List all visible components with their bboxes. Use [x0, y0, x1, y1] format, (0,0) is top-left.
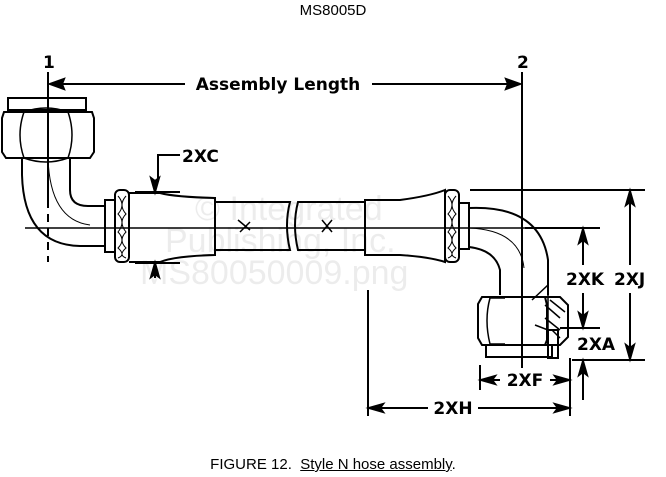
caption-title: Style N hose assembly — [300, 456, 452, 473]
watermark: © Integrated Publishing, Inc. MS80050009… — [140, 190, 408, 292]
left-ferrule — [129, 192, 216, 263]
caption-prefix: FIGURE 12. — [210, 456, 292, 473]
point-label-1: 1 — [43, 53, 55, 73]
document-title: MS8005D — [299, 2, 367, 19]
dimension-k-label: 2XK — [566, 270, 605, 290]
dimension-j-label: 2XJ — [614, 270, 645, 290]
svg-text:MS80050009.png: MS80050009.png — [140, 254, 408, 292]
hose-right-segment — [294, 201, 365, 251]
right-crimp — [444, 189, 460, 263]
left-collar — [104, 199, 116, 253]
assembly-length-label: Assembly Length — [196, 75, 361, 95]
right-elbow — [468, 206, 549, 295]
dimension-f-label: 2XF — [507, 371, 544, 391]
left-elbow — [21, 158, 105, 247]
figure-caption: FIGURE 12. Style N hose assembly. — [0, 456, 666, 473]
right-collar — [458, 202, 470, 250]
left-nut — [1, 97, 95, 163]
caption-suffix: . — [451, 456, 456, 473]
right-ferrule — [364, 188, 446, 264]
left-crimp — [114, 189, 130, 263]
dimension-a-label: 2XA — [577, 335, 616, 355]
dimension-c-label: 2XC — [182, 147, 219, 167]
point-label-2: 2 — [517, 53, 529, 73]
hose-left-segment — [215, 201, 292, 251]
dimension-h-label: 2XH — [433, 399, 472, 419]
